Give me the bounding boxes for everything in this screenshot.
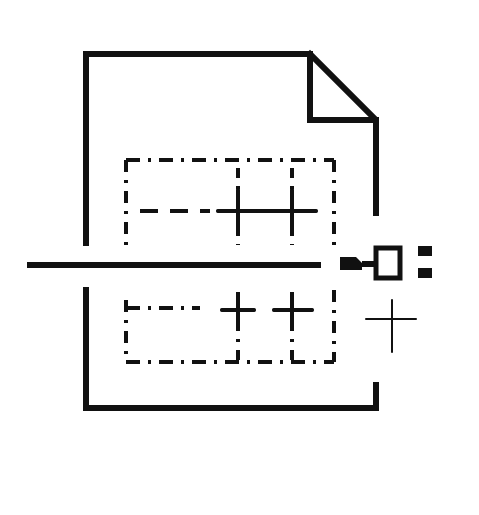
cutter-blade xyxy=(340,257,362,270)
lower-crosshairs xyxy=(220,292,314,328)
crosshair-cursor-icon xyxy=(365,299,417,353)
document-left-edge-top xyxy=(83,51,313,246)
upper-crosshair-2 xyxy=(256,188,318,234)
upper-dashed-region xyxy=(124,158,336,245)
document-folded-corner xyxy=(305,49,379,216)
cutter-body xyxy=(373,245,403,281)
upper-crosshair-1 xyxy=(216,188,260,234)
cutter-mark-top xyxy=(418,246,432,256)
cutter-head-icon xyxy=(340,245,432,281)
cutter-mark-bottom xyxy=(418,268,432,278)
lower-crosshair-2 xyxy=(272,292,314,328)
lower-crosshair-1 xyxy=(220,292,256,328)
lower-dashed-region xyxy=(124,290,336,364)
cutter-connector xyxy=(362,261,374,267)
document-fold-flap xyxy=(307,51,379,123)
document-left-edge-bottom xyxy=(83,287,379,411)
upper-crosshairs xyxy=(216,188,318,234)
document-outline xyxy=(83,49,379,411)
